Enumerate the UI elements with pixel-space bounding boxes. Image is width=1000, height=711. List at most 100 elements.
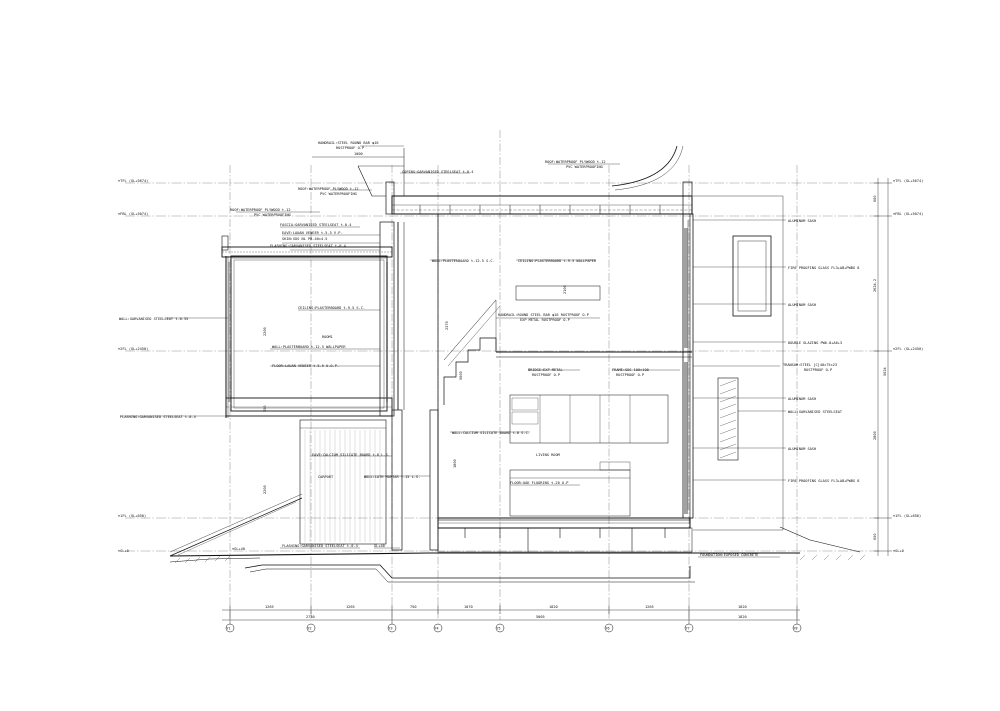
note-eave: EAVE:LAUAN VENEER t-5.5 V.P. [282,231,343,235]
dim-v-5024: 5024 [883,367,887,376]
left-block [221,221,395,545]
note-roof-ply-left-2: PVC WATERPROOFING [254,213,291,217]
axis-y6: Y6 [606,626,610,630]
dim-h-seg5: 1820 [549,605,558,609]
note-roof-ply-mid-2: PVC WATERPROOFING [566,165,603,169]
note-fascia: FASCIA:GARVANISED STEELSEAT t-0.4 [280,223,351,227]
dim-v-2370: 2370 [445,321,449,330]
axis-y8: Y8 [794,626,798,630]
note-handrail-mid-2: EXP METAL RUSTPROOF O.P [520,318,570,322]
level-2fl-left: ▽2FL (GL+2450) [118,347,148,351]
level-tfl-left: ▽TFL (GL+5674) [118,179,148,183]
note-wall-calcium: WALL:CALCIUM SILICATE BOARD t-8 S.C. [452,431,530,435]
note-gl40: GL+40 [374,544,385,548]
note-al-sash-3: ALUMINUM SASH [788,397,816,401]
note-foundation: FOUNDATION:EXPOSED CONCRETE [700,553,758,557]
level-fbl-left: ▽FBL (GL+5074) [118,212,148,216]
note-eave-2: SKIN:SUS NL PB-40×4.5 [282,237,327,241]
note-bridge: BRIDGE:EXP METAL [528,368,563,372]
dim-h-seg2: 1265 [346,605,355,609]
note-transom: TRANSOM:STEEL [C]40×75×23 [783,363,837,367]
dim-h-total-left: 2730 [306,615,315,619]
dim-v-600: 600 [873,196,877,203]
level-gl-left: ▽GL+0 [118,549,129,553]
note-handrail-2: RUSTPROOF O.P [336,146,364,150]
dim-v-650: 650 [873,534,877,541]
ground [169,526,861,583]
dim-h-seg4: 1070 [464,605,473,609]
dim-v-2100: 2100 [563,285,567,294]
note-roof-ply-mid: ROOF:WATERPROOF PLYWOOD t-12 [545,160,606,164]
level-gl-right: ▽GL+0 [893,549,904,553]
note-wall-lath: WALL:LATH MORTAR t-15 L.S. [364,475,420,479]
floor-joists [464,528,666,552]
label-room1: ROOM1 [322,335,333,339]
axis-y7: Y7 [686,626,690,630]
level-gl40: ▽GL+40 [232,547,245,551]
axis-y1: Y1 [227,626,231,630]
axis-y5: Y5 [497,626,501,630]
dim-h-total-mid: 5005 [536,615,545,619]
note-wall-pb-top: WALL:PLASTERBOARD t-12.5 S.C. [432,259,495,263]
dim-v-1800: 1800 [453,459,457,468]
dim-h-seg6: 1265 [645,605,654,609]
note-transom-2: RUSTPROOF O.P [804,368,832,372]
carport-column [391,409,439,551]
level-fbl-right: ▽FBL (GL+5074) [893,212,923,216]
roof-joists [419,205,661,214]
note-frame: FRAME:SUS 100×100 [612,368,649,372]
note-ceiling-top: CEILING:PLASTERBOARD t-9.5 WALLPAPER [518,259,597,263]
axis-y4: Y4 [435,626,439,630]
leader-lines [120,145,786,558]
note-fire-glass-1: FIRE PROOFING GLASS FL3+AB+PWBG 8 [788,266,859,270]
level-2fl-right: ▽2FL (GL+2450) [893,347,923,351]
note-double-glazing: DOUBLE GLAZING PW6.8+A6+3 [788,341,842,345]
level-1fl-left: ▽1FL (GL+650) [118,514,146,518]
note-wall-steel-left: WALL:GARVANISED STEELSEAT t-0.35 [119,317,188,321]
axis-bubbles [225,623,802,633]
axis-y3: Y3 [389,626,393,630]
level-lines [125,182,880,552]
note-roof-ply-left: ROOF:WATERPROOF PLYWOOD t-12 [230,208,291,212]
vertical-dimensions: 600 2624.2 5024 2800 650 2200 2370 5000 … [263,196,887,541]
dim-v-250: 250 [263,406,267,413]
note-bridge-2: RUSTPROOF O.P [532,373,560,377]
dim-h-1000: 1000 [354,152,363,156]
axis-y2: Y2 [308,626,312,630]
main-block [385,181,693,553]
note-handrail: HANDRAIL:STEEL ROUND BAR φ16 [318,141,379,145]
note-flashing-top: FLASHING:GARVANISED STEELSEAT t-0.4 [270,244,346,248]
note-floor-room: FLOOR:LAUAN VENEER t-5.5 U.O.P. [272,364,339,368]
dim-v-carport-2200: 2200 [263,485,267,494]
dim-h-seg1: 1265 [265,605,274,609]
annotations: HANDRAIL:STEEL ROUND BAR φ16 RUSTPROOF O… [119,141,859,557]
note-fire-glass-2: FIRE PROOFING GLASS FL3+AB+PWBG 8 [788,479,859,483]
window-hatch [719,379,737,459]
roof-handrail [357,148,405,197]
note-wall-steel-right: WALL:GARVANISED STEELSEAT [788,410,843,414]
left-wall-insulation [228,257,388,402]
note-ceiling-room: CEILING:PLASTERBOARD t-9.5 S.C. [298,306,365,310]
level-marks-left: ▽TFL (GL+5674) ▽FBL (GL+5074) ▽2FL (GL+2… [118,179,245,553]
note-frame-2: RUSTPROOF O.P [616,373,644,377]
note-floor-oak: FLOOR:OAK FLOORING t-20 O.P [510,481,568,485]
note-al-sash-1: ALUMINUM SASH [788,219,816,223]
axis-labels: Y1 Y2 Y3 Y4 Y5 Y6 Y7 Y8 [227,626,798,630]
vertical-dimension-chain [874,178,892,556]
dim-v-2800: 2800 [873,431,877,440]
horizontal-dimensions: 1000 1265 1265 750 1070 1820 1265 1820 2… [265,152,747,619]
dim-h-seg7: 1820 [738,605,747,609]
note-al-sash-4: ALUMINUM SASH [788,447,816,451]
label-living-room: LIVING ROOM [536,453,561,457]
dim-v-5000: 5000 [459,371,463,380]
note-al-sash-2: ALUMINUM SASH [788,303,816,307]
curtain-wall-hatch [684,228,688,514]
level-1fl-right: ▽1FL (GL+650) [893,514,921,518]
note-eave-calcium: EAVE:CALCIUM SILICATE BOARD t-8 L.S. [312,453,390,457]
note-handrail-mid: HANDRAIL:ROUND STEEL BAR φ16 RUSTPROOF O… [498,313,589,317]
note-roof-ply-right: ROOF:WATERPROOF PLYWOOD t-12 [298,187,359,191]
dim-h-total-right: 1820 [738,615,747,619]
level-marks-right: ▽TFL (GL+5674) ▽FBL (GL+5074) ▽2FL (GL+2… [893,179,923,553]
carport-wall-hatch [304,430,381,542]
